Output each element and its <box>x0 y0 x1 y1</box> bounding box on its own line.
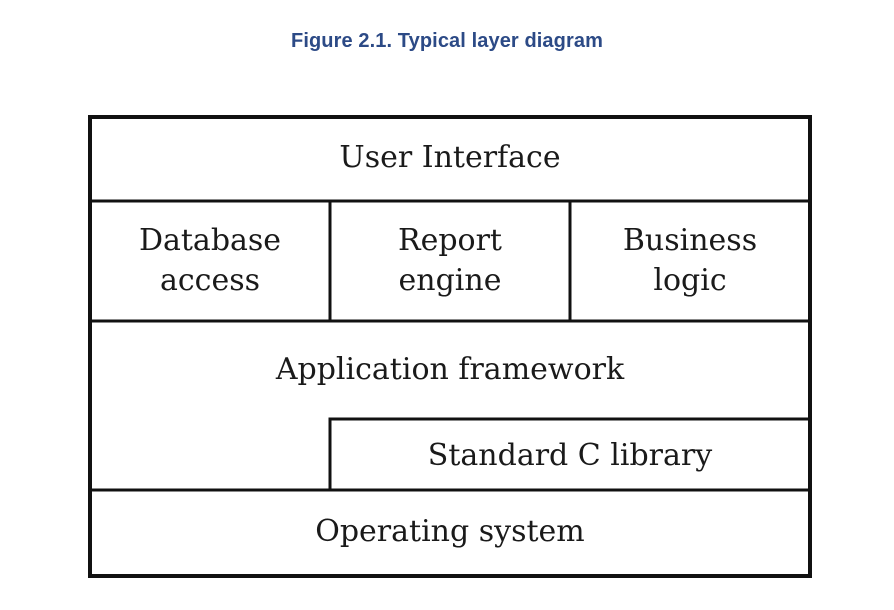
label-operating-system: Operating system <box>315 514 585 549</box>
label-business-logic-line1: Business <box>623 223 757 258</box>
label-report-engine-line1: Report <box>398 223 502 258</box>
label-database-access-line1: Database <box>139 223 281 258</box>
label-user-interface: User Interface <box>339 140 560 175</box>
label-business-logic-line2: logic <box>653 263 726 298</box>
label-report-engine-line2: engine <box>399 263 502 298</box>
layer-business-logic <box>568 199 812 323</box>
figure-caption: Figure 2.1. Typical layer diagram <box>291 30 603 52</box>
label-application-framework: Application framework <box>275 352 625 387</box>
layer-operating-system <box>88 488 812 578</box>
layer-database-access <box>88 199 332 323</box>
diagram-outer-frame <box>88 115 812 578</box>
label-standard-c-library: Standard C library <box>428 438 712 473</box>
layer-report-engine <box>328 199 572 323</box>
label-database-access-line2: access <box>160 263 260 298</box>
